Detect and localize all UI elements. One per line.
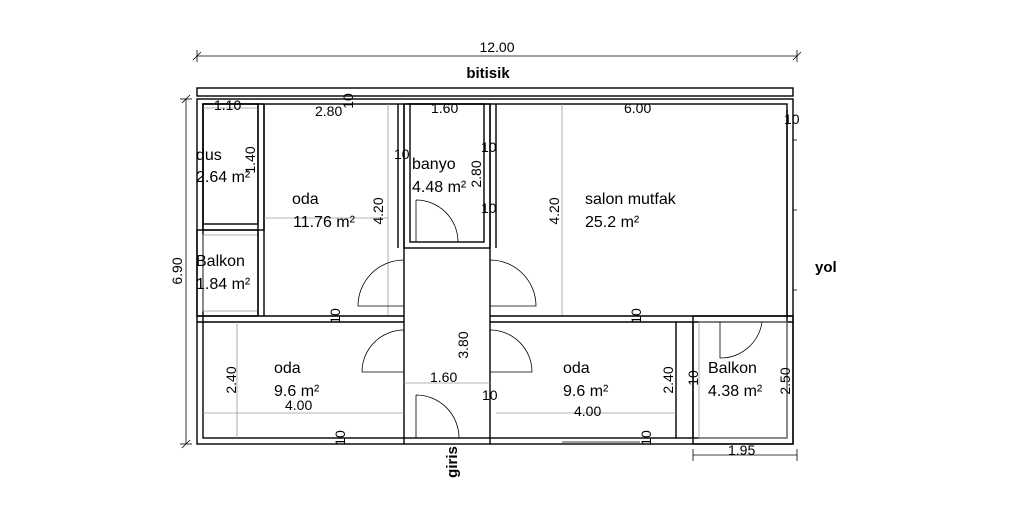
balkon-right-inner xyxy=(698,321,788,439)
room-oda-1-area: 11.76 m² xyxy=(293,214,356,231)
door-oda-bottom-right xyxy=(489,329,533,373)
dim-wall-10-bottom-left: 10 xyxy=(332,430,348,446)
dim-wall-10-balkon: 10 xyxy=(685,370,701,386)
banyo-door-swing xyxy=(415,199,459,243)
overall-height-dimension xyxy=(180,94,192,449)
room-dus-area: 2.64 m² xyxy=(196,169,251,186)
dim-4-00-left: 4.00 xyxy=(285,397,312,413)
dim-1-60-corridor: 1.60 xyxy=(430,369,457,385)
room-oda-1-name: oda xyxy=(292,191,319,208)
balkon-left-outline xyxy=(196,229,259,317)
room-balkon-1-area: 1.84 m² xyxy=(196,276,251,293)
dim-2-40-right: 2.40 xyxy=(660,366,676,393)
balkon-left-inner xyxy=(202,234,259,312)
right-side-label: yol xyxy=(815,259,837,276)
balkon-right-outline xyxy=(692,315,794,445)
room-balkon-2-name: Balkon xyxy=(708,360,757,377)
dim-6-00: 6.00 xyxy=(624,100,651,116)
dim-4-00-right: 4.00 xyxy=(574,403,601,419)
dim-wall-10-d: 10 xyxy=(784,111,800,127)
entrance-label: giris xyxy=(444,446,461,478)
dim-2-50: 2.50 xyxy=(777,367,793,394)
dim-1-10: 1.10 xyxy=(214,97,241,113)
dim-4-20-oda: 4.20 xyxy=(370,197,386,224)
dim-wall-10-top: 10 xyxy=(340,93,356,109)
dim-3-80: 3.80 xyxy=(455,331,471,358)
dim-4-20-salon: 4.20 xyxy=(546,197,562,224)
room-salon-name: salon mutfak xyxy=(585,191,677,208)
room-oda-3-name: oda xyxy=(563,360,590,377)
overall-width-label: 12.00 xyxy=(479,39,514,55)
balkon-width-dimension xyxy=(692,449,798,461)
dim-wall-10-c: 10 xyxy=(481,200,497,216)
door-oda-bottom-left xyxy=(361,329,405,373)
room-banyo-name: banyo xyxy=(412,156,456,173)
dim-2-80-banyo: 2.80 xyxy=(468,160,484,187)
door-salon xyxy=(489,259,537,307)
balkon-right-door-swing xyxy=(719,321,763,359)
dim-wall-10-mid-left: 10 xyxy=(327,308,343,324)
dim-wall-10-e: 10 xyxy=(482,387,498,403)
room-salon-area: 25.2 m² xyxy=(585,214,640,231)
dim-wall-10-bottom-right: 10 xyxy=(638,430,654,446)
dim-wall-10-mid-right: 10 xyxy=(628,308,644,324)
room-balkon-2-area: 4.38 m² xyxy=(708,383,763,400)
door-oda-top-left xyxy=(357,259,405,307)
dim-2-80: 2.80 xyxy=(315,103,342,119)
dim-1-95: 1.95 xyxy=(728,442,755,458)
entrance-door-swing xyxy=(415,394,460,439)
neighbor-wall xyxy=(196,87,794,97)
dim-1-40: 1.40 xyxy=(242,146,258,173)
room-balkon-1-name: Balkon xyxy=(196,253,245,270)
room-dus-name: dus xyxy=(196,147,222,164)
room-oda-3-area: 9.6 m² xyxy=(563,383,609,400)
dim-wall-10-a: 10 xyxy=(394,146,410,162)
room-oda-2-area: 9.6 m² xyxy=(274,383,320,400)
room-banyo-area: 4.48 m² xyxy=(412,179,467,196)
overall-width-dimension xyxy=(192,50,802,62)
dim-wall-10-b: 10 xyxy=(481,139,497,155)
room-oda-2-name: oda xyxy=(274,360,301,377)
dim-1-60-top: 1.60 xyxy=(431,100,458,116)
top-side-label: bitisik xyxy=(466,65,510,82)
overall-height-label: 6.90 xyxy=(169,257,185,284)
dim-2-40-left: 2.40 xyxy=(223,366,239,393)
